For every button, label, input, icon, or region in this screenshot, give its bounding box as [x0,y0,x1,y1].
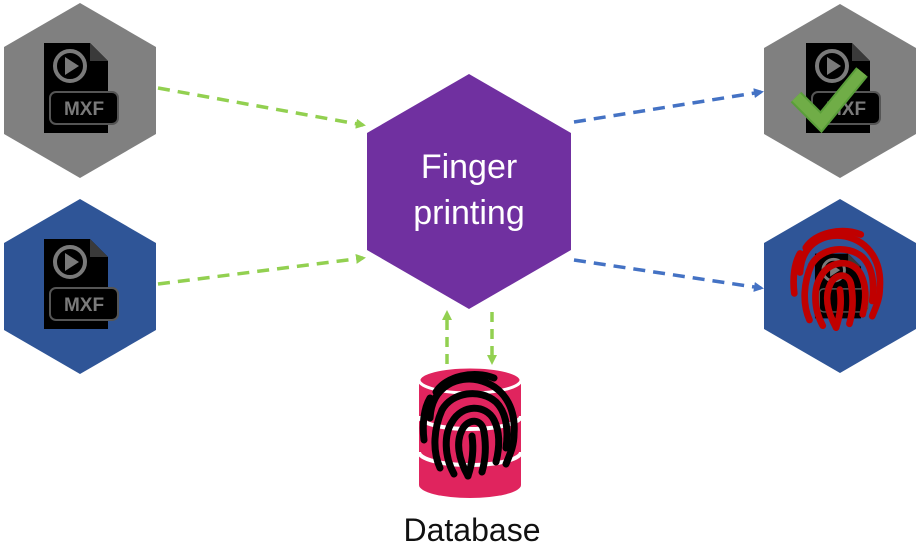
checkmark-icon-fill [792,68,867,131]
video-file-icon: MXF [42,41,120,135]
input-arrow-bottom [157,253,366,286]
input-arrow-top [157,86,366,129]
database-label: Database [403,512,541,548]
output-arrow-top [573,88,764,124]
center-title-line-1: Finger [421,148,517,186]
file-type-label: MXF [64,295,104,316]
fingerprinting-node: Finger printing [367,74,571,309]
output-node-verified: MXF [764,4,916,178]
video-file-icon: MXF [42,237,120,331]
center-title-line-2: printing [413,194,525,232]
input-node-gray: MXF [4,3,156,178]
center-hexagon [367,74,571,309]
input-node-blue: MXF [4,199,156,374]
file-type-label: MXF [64,99,104,120]
output-node-fingerprint [764,199,916,373]
database-node [417,365,523,498]
output-arrow-bottom [573,258,764,292]
